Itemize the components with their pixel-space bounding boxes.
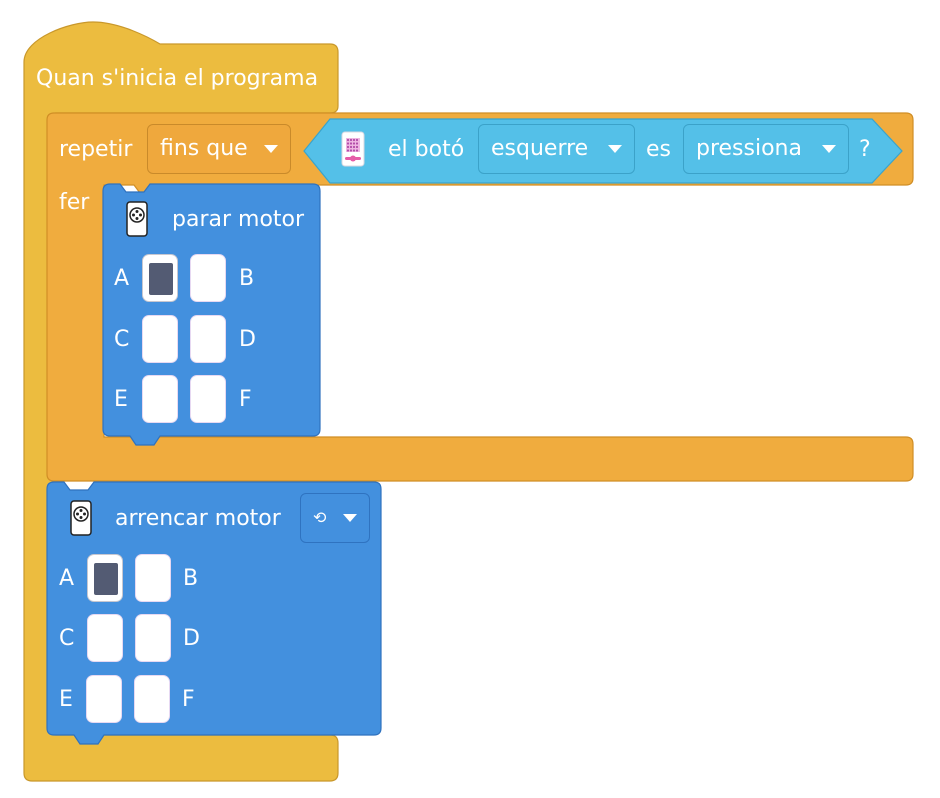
dropdown-arrow-icon	[343, 514, 357, 522]
motor-icon	[70, 500, 92, 536]
start-port-d-toggle[interactable]	[135, 614, 171, 662]
stop-motor-label: parar motor	[172, 207, 305, 232]
port-label-c: C	[114, 327, 130, 352]
repeat-mode-dropdown[interactable]: fins que	[147, 124, 291, 174]
button-state-dropdown[interactable]: pressiona	[683, 124, 849, 174]
start-motor-block	[46, 481, 382, 745]
port-label-a: A	[114, 266, 130, 291]
button-side-dropdown[interactable]: esquerre	[478, 124, 635, 174]
do-label: fer	[59, 190, 90, 215]
stop-port-b-toggle[interactable]	[190, 254, 226, 302]
dropdown-arrow-icon	[822, 145, 836, 153]
port-label-d: D	[239, 327, 256, 352]
start-port-b-toggle[interactable]	[135, 554, 171, 602]
es-label: es	[646, 137, 671, 162]
direction-dropdown[interactable]: ⟲	[300, 493, 370, 543]
start-port-a-toggle[interactable]	[87, 554, 123, 602]
start-port-c-toggle[interactable]	[87, 614, 123, 662]
button-side-value: esquerre	[491, 136, 589, 161]
question-mark: ?	[859, 137, 871, 162]
repeat-mode-value: fins que	[160, 136, 248, 161]
stop-port-a-toggle[interactable]	[142, 254, 178, 302]
hat-label: Quan s'inicia el programa	[36, 66, 319, 91]
direction-value: ⟲	[313, 508, 327, 527]
button-state-value: pressiona	[696, 136, 802, 161]
hub-icon	[341, 131, 365, 167]
port-label-a: A	[59, 566, 75, 591]
stop-port-c-toggle[interactable]	[142, 315, 178, 363]
port-label-f: F	[239, 387, 252, 412]
port-label-e: E	[59, 687, 73, 712]
port-label-d: D	[183, 626, 200, 651]
dropdown-arrow-icon	[264, 145, 278, 153]
port-label-b: B	[239, 266, 255, 291]
port-label-c: C	[59, 626, 75, 651]
stop-port-e-toggle[interactable]	[142, 375, 178, 423]
dropdown-arrow-icon	[608, 145, 622, 153]
condition-label: el botó	[388, 137, 465, 162]
start-port-e-toggle[interactable]	[86, 675, 122, 723]
stop-port-f-toggle[interactable]	[190, 375, 226, 423]
port-label-e: E	[114, 387, 128, 412]
stop-port-d-toggle[interactable]	[190, 315, 226, 363]
repeat-label: repetir	[59, 137, 133, 162]
port-label-f: F	[182, 687, 195, 712]
port-label-b: B	[183, 566, 199, 591]
start-motor-label: arrencar motor	[115, 506, 281, 531]
start-port-f-toggle[interactable]	[134, 675, 170, 723]
motor-icon	[126, 201, 148, 237]
